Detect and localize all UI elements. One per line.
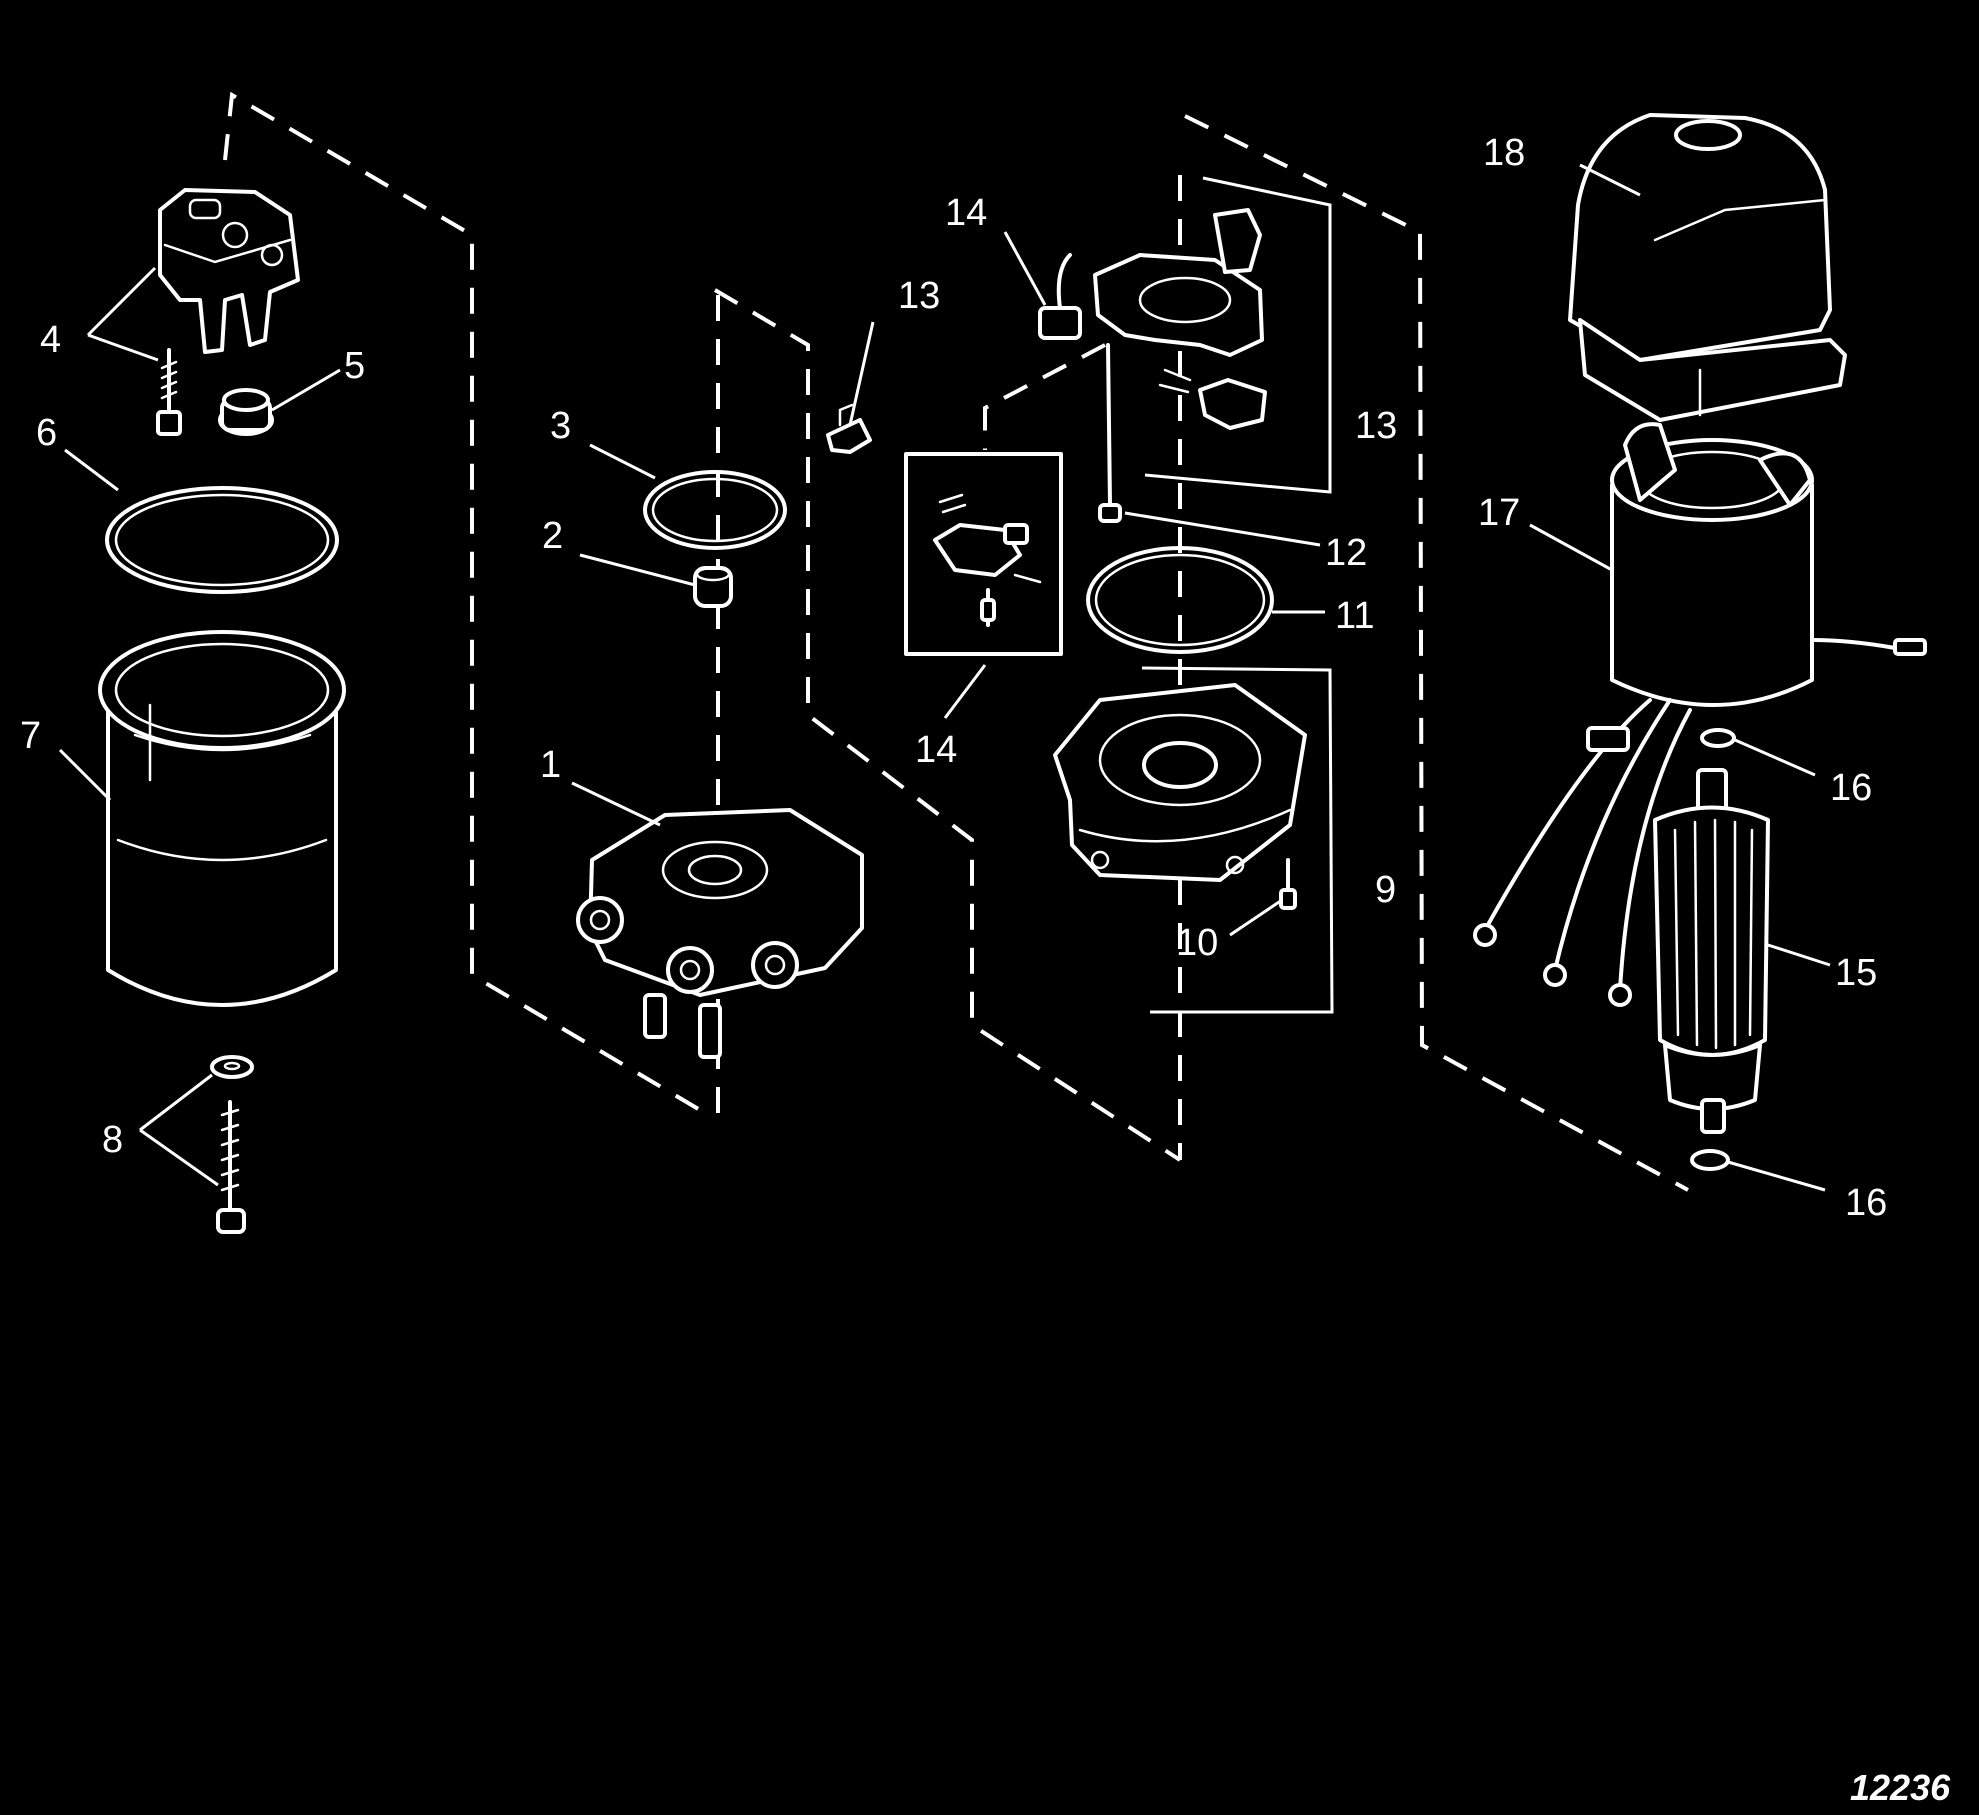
leader-8b [139, 1128, 219, 1187]
callout-10: 10 [1176, 922, 1218, 964]
leader-17 [1529, 523, 1613, 572]
part-8-screw [210, 1055, 254, 1234]
part-13-clip [826, 403, 872, 454]
brackets [1141, 176, 1334, 1014]
callout-6: 6 [36, 412, 57, 454]
callout-13-right: 13 [1355, 405, 1397, 447]
leader-12 [1124, 511, 1321, 547]
callouts: 1 2 3 4 5 6 7 8 9 10 11 12 13 13 14 14 1… [20, 132, 1887, 1224]
callout-8: 8 [102, 1119, 123, 1161]
figure-number: 12236 [1850, 1767, 1951, 1808]
leader-lines [58, 163, 1831, 1192]
leader-18 [1579, 163, 1641, 197]
leader-4b [87, 333, 159, 362]
callout-17: 17 [1478, 492, 1520, 534]
leader-1 [571, 781, 661, 827]
part-3-oring [643, 470, 787, 550]
part-11-oring [1086, 546, 1274, 654]
callout-13-left: 13 [898, 275, 940, 317]
part-1-pump-base [576, 808, 864, 1059]
part-17-field-frame [1473, 422, 1927, 1007]
callout-15: 15 [1835, 952, 1877, 994]
leader-16b [1727, 1160, 1826, 1192]
callout-4: 4 [40, 319, 61, 361]
part-11-oring-inner [1094, 553, 1266, 647]
part-15-armature [1653, 768, 1770, 1134]
part-4-screw [156, 348, 182, 436]
part-2-valve [693, 566, 733, 608]
callout-16-bottom: 16 [1845, 1182, 1887, 1224]
part-13-brush-holder [1093, 208, 1267, 430]
callout-9: 9 [1375, 869, 1396, 911]
callout-1: 1 [540, 744, 561, 786]
callout-11: 11 [1335, 595, 1374, 637]
part-16-washer-bottom [1690, 1149, 1730, 1171]
callout-12: 12 [1325, 532, 1367, 574]
part-6-oring-inner [114, 493, 330, 587]
bracket-9 [1141, 666, 1334, 1014]
leader-16a [1734, 738, 1816, 777]
part-5-nut [218, 388, 274, 436]
leader-7 [58, 748, 112, 802]
leader-8a [139, 1073, 213, 1132]
leader-5 [271, 368, 341, 412]
leader-14a [1003, 231, 1047, 306]
leader-15 [1767, 943, 1831, 967]
callout-5: 5 [344, 345, 365, 387]
part-4-manifold [158, 188, 300, 354]
outline-middle [713, 288, 1182, 1162]
leader-10 [1229, 898, 1283, 937]
part-16-washer-top [1700, 728, 1736, 748]
part-6-oring [105, 486, 339, 594]
leader-3 [589, 443, 656, 480]
part-7-reservoir [98, 630, 346, 1007]
part-12-screw [1098, 343, 1122, 523]
callout-3: 3 [550, 405, 571, 447]
callout-7: 7 [20, 715, 41, 757]
assembly-outlines [223, 91, 1689, 1192]
part-14-connector [1038, 253, 1082, 340]
outline-right [1184, 114, 1689, 1192]
callout-2: 2 [542, 515, 563, 557]
leader-4a [86, 266, 157, 337]
leader-2 [579, 553, 696, 587]
axis-link-14 [983, 343, 1106, 450]
part-3-oring-inner [651, 477, 779, 543]
part-18-motor-cover [1568, 113, 1847, 422]
leader-13a [848, 321, 875, 426]
leader-6 [64, 448, 119, 492]
part-10-screw [1279, 858, 1297, 910]
leader-14b [943, 664, 987, 719]
callout-14-top: 14 [945, 192, 987, 234]
part-14-box [904, 452, 1063, 656]
bracket-13 [1144, 176, 1332, 494]
part-9-end-cap [1053, 683, 1307, 882]
callout-16-top: 16 [1830, 767, 1872, 809]
callout-14-bottom: 14 [915, 729, 957, 771]
callout-18: 18 [1483, 132, 1525, 174]
